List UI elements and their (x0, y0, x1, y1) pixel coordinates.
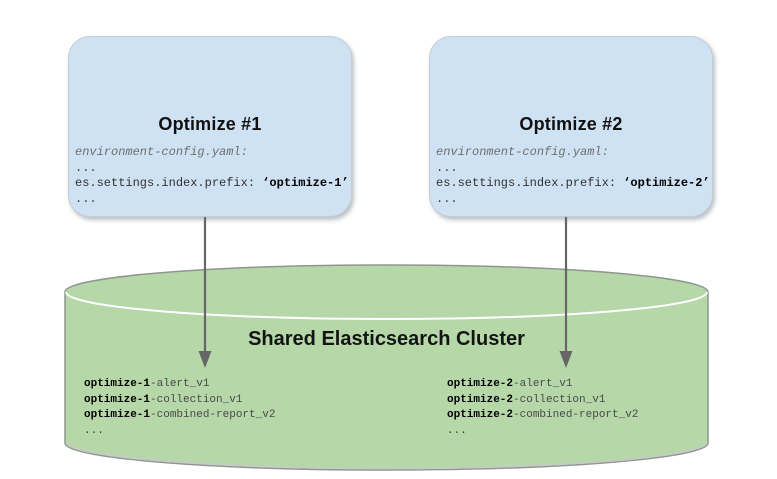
arrow-down-icon (559, 216, 573, 368)
setting-value: ‘optimize-1’ (262, 176, 349, 191)
index-prefix: optimize-2 (447, 378, 514, 390)
config-file-name: environment-config.yaml: (75, 145, 248, 159)
database-cylinder-icon (64, 264, 709, 471)
index-item: optimize-1-alert_v1 (84, 377, 275, 393)
index-prefix: optimize-1 (84, 393, 151, 406)
optimize-1-config: environment-config.yaml: ... es.settings… (75, 145, 349, 207)
index-item: optimize-2-collection_v1 (447, 393, 638, 409)
config-setting-line: es.settings.index.prefix: ‘optimize-1’ (75, 176, 349, 192)
index-item: optimize-1-combined-report_v2 (84, 408, 275, 424)
config-ellipsis: ... (436, 191, 458, 206)
optimize-1-box: Optimize #1 environment-config.yaml: ...… (68, 36, 352, 217)
optimize-2-index-list: optimize-2-alert_v1 optimize-2-collectio… (447, 377, 638, 439)
config-file-name: environment-config.yaml: (436, 145, 609, 159)
index-ellipsis: ... (84, 424, 104, 437)
optimize-2-config: environment-config.yaml: ... es.settings… (436, 145, 710, 207)
config-ellipsis: ... (75, 160, 97, 175)
optimize-2-box: Optimize #2 environment-config.yaml: ...… (429, 36, 713, 217)
index-suffix: -collection_v1 (150, 393, 243, 406)
optimize-1-title: Optimize #1 (158, 114, 262, 134)
index-ellipsis: ... (447, 424, 467, 437)
index-suffix: -combined-report_v2 (150, 409, 276, 421)
config-ellipsis: ... (75, 191, 97, 206)
index-item: optimize-2-alert_v1 (447, 377, 638, 393)
index-suffix: -alert_v1 (150, 378, 210, 390)
index-prefix: optimize-1 (84, 409, 151, 421)
index-suffix: -alert_v1 (513, 378, 573, 390)
setting-value: ‘optimize-2’ (623, 176, 710, 191)
cylinder-top-rim (65, 291, 708, 320)
index-prefix: optimize-2 (447, 393, 514, 406)
index-suffix: -collection_v1 (513, 393, 606, 406)
cluster-title: Shared Elasticsearch Cluster (248, 328, 525, 350)
cylinder-body (64, 264, 709, 471)
index-prefix: optimize-1 (84, 378, 151, 390)
setting-key: es.settings.index.prefix: (436, 176, 624, 191)
cylinder-bottom-sheen (66, 443, 707, 470)
index-item: optimize-1-collection_v1 (84, 393, 275, 409)
setting-key: es.settings.index.prefix: (75, 176, 263, 191)
optimize-2-title: Optimize #2 (519, 114, 623, 134)
index-prefix: optimize-2 (447, 409, 514, 421)
arrow-down-icon (198, 216, 212, 368)
index-item: optimize-2-combined-report_v2 (447, 408, 638, 424)
config-ellipsis: ... (436, 160, 458, 175)
optimize-1-index-list: optimize-1-alert_v1 optimize-1-collectio… (84, 377, 275, 439)
config-setting-line: es.settings.index.prefix: ‘optimize-2’ (436, 176, 710, 192)
index-suffix: -combined-report_v2 (513, 409, 639, 421)
